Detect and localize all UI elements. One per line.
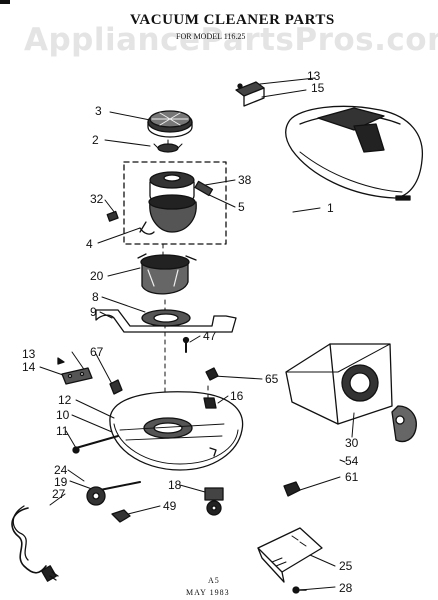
axle-shaft (99, 481, 141, 491)
diagram-subtitle: FOR MODEL 116.25 (176, 32, 246, 41)
part-label-3: 3 (95, 104, 102, 118)
cord-clip (111, 509, 131, 523)
hood-cover (285, 105, 423, 201)
part-label-61: 61 (345, 470, 359, 484)
part-label-13: 13 (307, 69, 321, 83)
screw-28 (292, 586, 307, 594)
bracket-67 (109, 379, 123, 395)
part-label-15: 15 (311, 81, 325, 95)
handle-bail (95, 309, 237, 333)
part-label-54: 54 (345, 454, 359, 468)
part-label-12: 12 (58, 393, 72, 407)
base-housing (109, 391, 244, 471)
power-cord (11, 505, 59, 582)
clip-61 (283, 481, 301, 497)
filter-bag (285, 343, 393, 425)
part-label-5: 5 (238, 200, 245, 214)
latch-14 (61, 367, 93, 385)
bag-collar (391, 405, 417, 443)
motor-mount (137, 253, 197, 295)
part-label-9: 9 (90, 305, 97, 319)
part-label-11: 11 (56, 424, 69, 438)
fan-cover (147, 110, 193, 138)
part-label-25: 25 (339, 559, 353, 573)
part-label-1: 1 (327, 201, 334, 215)
part-label-18: 18 (168, 478, 182, 492)
part-label-2: 2 (92, 133, 99, 147)
part-label-16: 16 (230, 389, 244, 403)
corner-mark (0, 0, 10, 4)
wheel (86, 486, 106, 506)
footer-code: A5 (208, 576, 220, 585)
part-label-30: 30 (345, 436, 359, 450)
part-label-4: 4 (86, 237, 93, 251)
latch-top (235, 81, 265, 107)
clip-32 (106, 210, 119, 222)
fan (153, 139, 183, 153)
part-label-28: 28 (339, 581, 353, 595)
footer-date: MAY 1983 (186, 588, 230, 597)
part-label-20: 20 (90, 269, 104, 283)
gasket (141, 309, 191, 327)
part-label-19: 19 (54, 475, 68, 489)
part-label-47: 47 (203, 329, 217, 343)
motor-assembly-box (123, 161, 227, 245)
motor (139, 171, 214, 235)
screw-47 (182, 336, 190, 353)
part-label-27: 27 (52, 487, 66, 501)
axle (72, 435, 119, 454)
part-label-49: 49 (163, 499, 177, 513)
clip-65 (205, 367, 219, 381)
part-label-14: 14 (22, 360, 36, 374)
part-label-8: 8 (92, 290, 99, 304)
part-label-38: 38 (238, 173, 252, 187)
diagram-title: VACUUM CLEANER PARTS (130, 12, 335, 28)
leader-lines (39, 77, 355, 591)
caster (204, 487, 224, 516)
part-label-32: 32 (90, 192, 104, 206)
bottom-plate (257, 527, 323, 583)
part-label-10: 10 (56, 408, 70, 422)
part-label-67: 67 (90, 345, 104, 359)
part-label-65: 65 (265, 372, 279, 386)
part-label-24: 24 (54, 463, 68, 477)
part-label-13b: 13 (22, 347, 36, 361)
screw-13 (57, 357, 65, 365)
